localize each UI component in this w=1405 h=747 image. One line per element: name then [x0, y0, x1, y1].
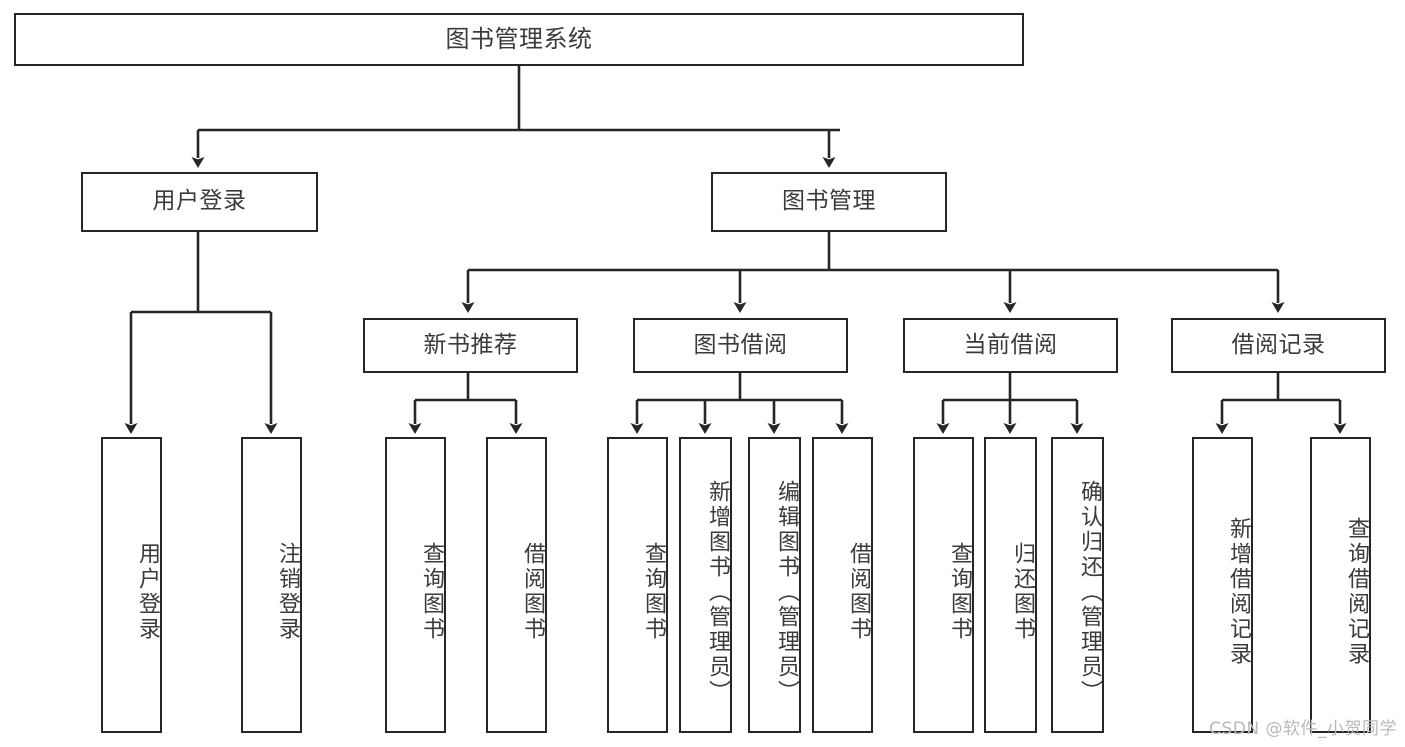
leaf-book-borrow-add[interactable]: 新增图书（管理员） [679, 437, 732, 733]
node-label: 查询借阅记录 [1344, 517, 1369, 667]
node-label: 用户登录 [152, 188, 247, 215]
leaf-current-borrow-return[interactable]: 归还图书 [984, 437, 1037, 733]
leaf-current-borrow-confirm-return[interactable]: 确认归还（管理员） [1051, 437, 1104, 733]
node-label: 注销登录 [275, 542, 300, 642]
node-label: 新书推荐 [423, 331, 518, 358]
node-label: 当前借阅 [963, 331, 1058, 358]
node-current-borrow[interactable]: 当前借阅 [903, 318, 1118, 373]
node-borrow-record[interactable]: 借阅记录 [1171, 318, 1386, 373]
leaf-user-login-logout[interactable]: 注销登录 [241, 437, 302, 733]
node-label: 图书借阅 [693, 331, 788, 358]
node-label: 图书管理 [782, 188, 876, 215]
node-book-management[interactable]: 图书管理 [711, 172, 947, 232]
node-label: 查询图书 [641, 542, 666, 642]
node-label: 查询图书 [419, 542, 444, 642]
node-label: 图书管理系统 [445, 25, 593, 54]
leaf-borrow-record-add[interactable]: 新增借阅记录 [1192, 437, 1253, 733]
leaf-new-book-borrow[interactable]: 借阅图书 [486, 437, 547, 733]
node-book-borrow[interactable]: 图书借阅 [633, 318, 848, 373]
node-label: 确认归还（管理员） [1077, 479, 1102, 705]
node-label: 编辑图书（管理员） [774, 479, 799, 705]
node-label: 新增图书（管理员） [705, 479, 730, 705]
leaf-book-borrow-edit[interactable]: 编辑图书（管理员） [748, 437, 801, 733]
node-label: 查询图书 [947, 542, 972, 642]
node-label: 归还图书 [1010, 542, 1035, 642]
node-label: 借阅图书 [846, 542, 871, 642]
leaf-book-borrow-query[interactable]: 查询图书 [607, 437, 668, 733]
leaf-user-login-login[interactable]: 用户登录 [101, 437, 162, 733]
node-label: 借阅图书 [520, 542, 545, 642]
node-new-book-recommend[interactable]: 新书推荐 [363, 318, 578, 373]
node-label: 借阅记录 [1231, 331, 1326, 358]
leaf-current-borrow-query[interactable]: 查询图书 [913, 437, 974, 733]
node-label: 用户登录 [135, 542, 160, 642]
leaf-book-borrow-borrow[interactable]: 借阅图书 [812, 437, 873, 733]
node-user-login[interactable]: 用户登录 [81, 172, 318, 232]
node-root-system[interactable]: 图书管理系统 [14, 13, 1024, 66]
leaf-new-book-query[interactable]: 查询图书 [385, 437, 446, 733]
node-label: 新增借阅记录 [1226, 517, 1251, 667]
leaf-borrow-record-query[interactable]: 查询借阅记录 [1310, 437, 1371, 733]
